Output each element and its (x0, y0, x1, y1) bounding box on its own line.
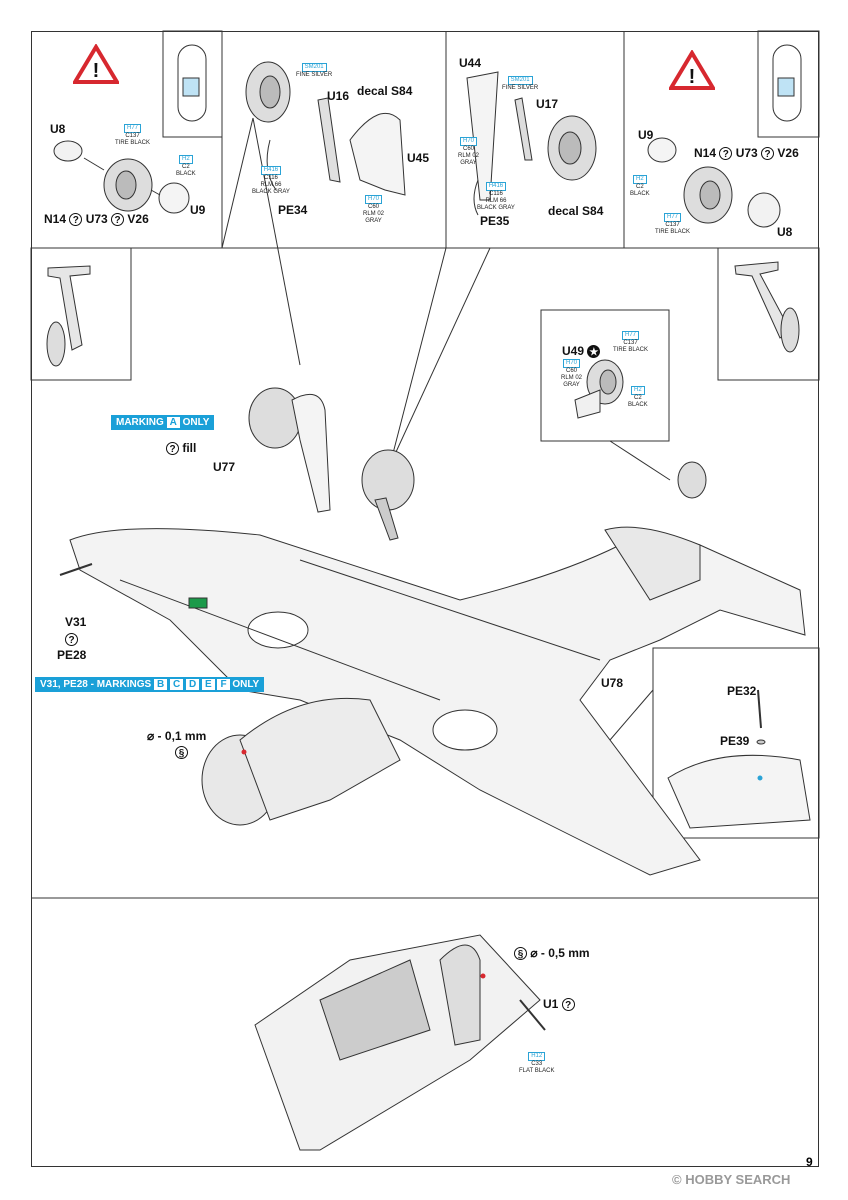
svg-text:!: ! (93, 60, 100, 82)
tire-inset-left (162, 30, 223, 138)
paint-h70-right: H70 C60 RLM 02 GRAY (458, 137, 480, 166)
paint-h77-left: H77 C137 TIRE BLACK (115, 124, 151, 146)
tire-highlight (182, 77, 200, 97)
paint-h2-tail: H2 C2 BLACK (628, 386, 648, 408)
paint-h77-right: H77 C137 TIRE BLACK (655, 213, 691, 235)
oleo-leg-u16 (317, 97, 341, 183)
part-pe35: PE35 (480, 214, 510, 228)
hub-u9 (158, 182, 190, 214)
leg-view-right (717, 247, 820, 381)
question-circle-icon: ? (65, 633, 78, 646)
wheel-well-right (432, 709, 498, 751)
engine-cowl (239, 697, 401, 821)
paint-h416-right: H416 C116 RLM 66 BLACK GRAY (477, 182, 515, 211)
watermark-symbol: © (672, 1172, 682, 1187)
main-wheel-left (248, 387, 302, 449)
part-pe32: PE32 (727, 684, 757, 698)
part-u8-left: U8 (50, 122, 66, 136)
question-circle-icon: ? (561, 998, 575, 1011)
leg-view-left (30, 247, 132, 381)
gear-door-u45 (349, 112, 406, 196)
warning-triangle-icon: ! (73, 44, 119, 84)
tire-inset-right (757, 30, 820, 138)
question-circle-icon: ? (111, 213, 125, 226)
part-u9-left: U9 (190, 203, 206, 217)
markings-bcdef-banner: V31, PE28 - MARKINGS B C D E F ONLY (35, 677, 265, 692)
star-icon: ★ (587, 345, 601, 358)
part-u1: U1 ? (543, 997, 575, 1011)
fill-note: ? fill (166, 441, 196, 455)
paint-h2-right: H2 C2 BLACK (630, 175, 650, 197)
part-pe34: PE34 (278, 203, 308, 217)
question-v31: ? (65, 632, 78, 646)
tail-wheel-installed (677, 461, 707, 499)
part-u45: U45 (407, 151, 430, 165)
gear-door-u44 (466, 71, 499, 201)
oleo-leg-u17 (514, 97, 533, 161)
leg-strut-left (47, 265, 91, 351)
page-number: 9 (806, 1155, 813, 1169)
svg-text:!: ! (689, 66, 696, 88)
part-v31: V31 (65, 615, 87, 629)
page-frame (31, 31, 819, 1167)
part-u8-right: U8 (777, 225, 793, 239)
question-circle-icon: ? (166, 442, 179, 455)
part-u9-right: U9 (638, 128, 654, 142)
drill-icon: § (514, 947, 527, 960)
main-wheel-right (361, 449, 415, 511)
paint-h416-left: H416 C116 RLM 66 BLACK GRAY (252, 166, 290, 195)
drill-note-0-1: ⌀ - 0,1 mm (147, 729, 207, 743)
paint-h70-tail: H70 C60 RLM 02 GRAY (561, 359, 583, 388)
drill-icon-main: § (175, 745, 188, 759)
watermark: © HOBBY SEARCH (672, 1172, 791, 1187)
part-pe28: PE28 (57, 648, 87, 662)
drill-icon: § (175, 746, 188, 759)
part-u44: U44 (459, 56, 482, 70)
paint-h77-tail: H77 C137 TIRE BLACK (613, 331, 649, 353)
part-u78: U78 (601, 676, 624, 690)
detail-box (652, 647, 820, 839)
wheel-well-left (247, 611, 309, 649)
decal-s84-left: decal S84 (357, 84, 413, 98)
decal-s84-right: decal S84 (548, 204, 604, 218)
drill-note-0-5: § ⌀ - 0,5 mm (514, 946, 590, 960)
paint-sm201-left: SM201 FINE SILVER (296, 63, 333, 78)
paint-h12: H12 C33 FLAT BLACK (519, 1052, 555, 1074)
parts-n14-u73-v26-left: N14 ? U73 ? V26 (44, 212, 149, 226)
cockpit-interior (319, 959, 431, 1061)
part-u17: U17 (536, 97, 559, 111)
paint-sm201-right: SM201 FINE SILVER (502, 76, 539, 91)
paint-h70-left: H70 C60 RLM 02 GRAY (363, 195, 385, 224)
fin (604, 526, 701, 601)
drill-point-red (241, 749, 247, 755)
question-circle-icon: ? (719, 147, 733, 160)
marking-a-only-banner: MARKING A ONLY (111, 415, 215, 430)
parts-n14-u73-v26-right: N14 ? U73 ? V26 (694, 146, 799, 160)
warning-triangle-icon: ! (669, 50, 715, 90)
question-circle-icon: ? (69, 213, 83, 226)
part-u49: U49 ★ (562, 344, 601, 358)
tire-highlight (777, 77, 795, 97)
part-pe39: PE39 (720, 734, 750, 748)
tail-wheel-box (540, 309, 670, 442)
armor-headrest (439, 944, 481, 1046)
paint-h2-left: H2 C2 BLACK (176, 155, 196, 177)
hub-cap-u8-right (747, 192, 781, 228)
drill-point-red-cockpit (480, 973, 486, 979)
airframe-silhouette (69, 528, 806, 876)
hub-cap-u8 (53, 140, 83, 162)
antenna-pe32 (757, 689, 762, 729)
part-u77: U77 (213, 460, 236, 474)
question-circle-icon: ? (761, 147, 775, 160)
hub-u9-right (647, 137, 677, 163)
part-u16: U16 (327, 89, 350, 103)
green-marking (188, 597, 208, 609)
